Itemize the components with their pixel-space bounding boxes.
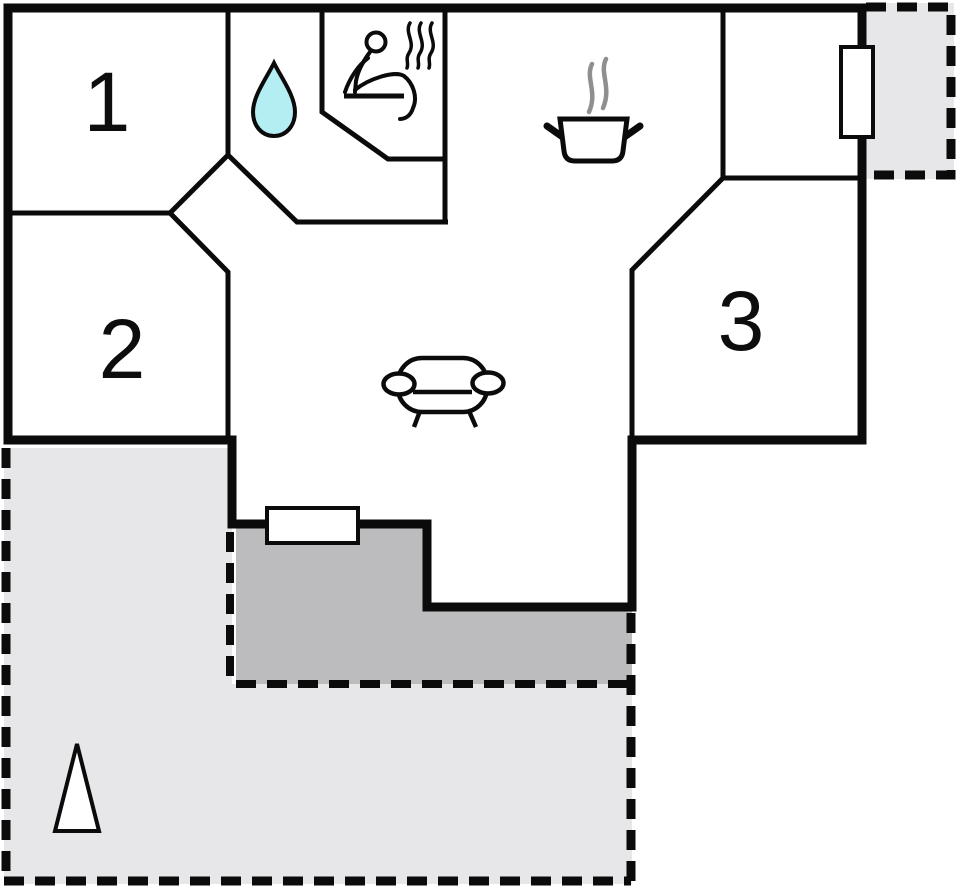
- sofa-armrest-left: [381, 371, 417, 397]
- sofa-leg-left: [411, 410, 423, 428]
- windows: [265, 45, 875, 545]
- water-drop-icon: [250, 58, 298, 139]
- terrace-bottom-light: [4, 448, 632, 884]
- sauna-person-head: [364, 30, 388, 54]
- room-1-label: 1: [84, 55, 131, 149]
- room-2-label: 2: [99, 302, 146, 396]
- room-3-label: 3: [718, 274, 765, 368]
- sofa-armrest-right: [470, 370, 506, 396]
- pot-steam-1: [586, 61, 595, 115]
- water-drop-shape: [250, 58, 298, 139]
- tree-icon: [52, 743, 102, 833]
- sofa-icon: [381, 355, 506, 428]
- sauna-steam-2: [416, 21, 425, 70]
- window-right-wall: [839, 45, 875, 139]
- sauna-steam-3: [427, 21, 436, 70]
- exterior-walls: [3, 3, 867, 612]
- sofa-leg-right: [466, 410, 479, 428]
- dashed-border-bottom-terrace: [1, 448, 636, 886]
- dashed-border-top-right-terrace: [862, 2, 956, 180]
- pot-steam-lines: [586, 56, 609, 115]
- terrace-top-right: [862, 3, 954, 179]
- terrace-areas: [4, 3, 954, 884]
- terrace-dark-deck: [236, 528, 632, 684]
- dashed-border-dark-deck: [226, 532, 627, 688]
- interior-walls: [8, 8, 862, 440]
- sauna-person-leg: [353, 72, 417, 121]
- cooking-pot-icon: [543, 56, 644, 164]
- window-bottom-wall: [265, 506, 360, 545]
- pot-body: [557, 116, 630, 164]
- sauna-steam-lines: [405, 21, 436, 70]
- sauna-steam-1: [405, 21, 414, 70]
- sauna-person-icon: [343, 21, 436, 121]
- pot-steam-2: [600, 56, 609, 111]
- sauna-person-arm: [343, 56, 370, 94]
